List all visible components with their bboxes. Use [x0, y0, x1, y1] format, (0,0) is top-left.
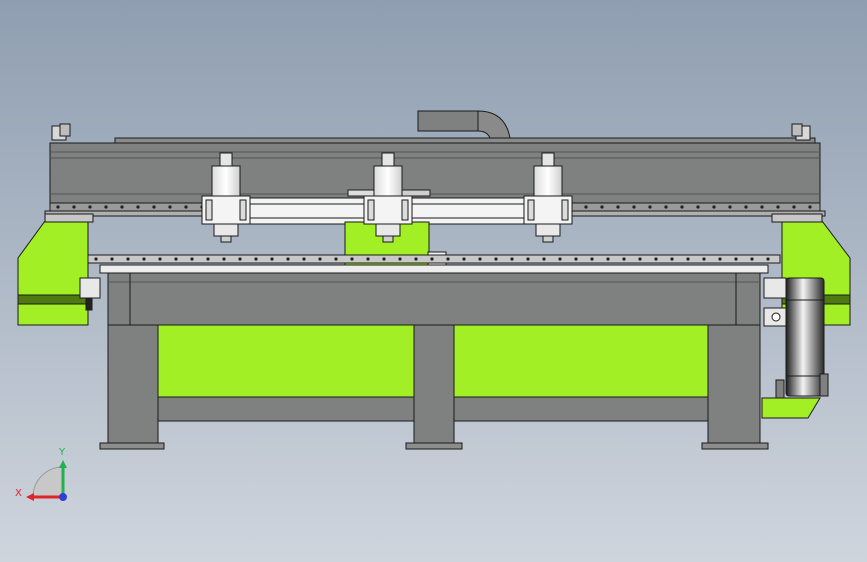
spindle-motor-3	[523, 152, 573, 243]
rail-bolt	[174, 257, 178, 261]
rail-bolt	[728, 205, 732, 209]
left-side-housing	[17, 213, 101, 326]
rail-bolt	[584, 205, 588, 209]
bed-infill-panels	[154, 324, 711, 398]
rail-bolt	[430, 257, 434, 261]
rail-bolt	[184, 205, 188, 209]
rail-bolt	[126, 257, 130, 261]
rail-bolt	[680, 205, 684, 209]
rail-bolt	[542, 257, 546, 261]
table-rail-bolts	[94, 257, 770, 261]
rail-bolt	[718, 257, 722, 261]
rail-bolt	[398, 257, 402, 261]
rail-bolt	[600, 205, 604, 209]
rail-bolt	[558, 257, 562, 261]
rail-bolt	[760, 205, 764, 209]
rail-bolt	[574, 257, 578, 261]
x-axis-arrowhead	[26, 493, 34, 501]
rail-bolt	[712, 205, 716, 209]
rail-bolt	[254, 257, 258, 261]
rail-bolt	[632, 205, 636, 209]
rail-bolt	[766, 257, 770, 261]
rail-bolt	[318, 257, 322, 261]
rail-bolt	[222, 257, 226, 261]
rail-bolt	[462, 257, 466, 261]
dust-duct	[417, 110, 511, 139]
rail-bolt	[88, 205, 92, 209]
y-axis-arrowhead	[59, 460, 67, 468]
rail-bolt	[670, 257, 674, 261]
rail-bolt	[664, 205, 668, 209]
rail-bolt	[382, 257, 386, 261]
rail-bolt	[366, 257, 370, 261]
rail-bolt	[494, 257, 498, 261]
rail-bolt	[136, 205, 140, 209]
rail-bolt	[446, 257, 450, 261]
rail-bolt	[808, 205, 812, 209]
rail-bolt	[350, 257, 354, 261]
rail-bolt	[776, 205, 780, 209]
rail-bolt	[152, 205, 156, 209]
rail-bolt	[478, 257, 482, 261]
rail-bolt	[104, 205, 108, 209]
rail-bolt	[238, 257, 242, 261]
rail-bolt	[750, 257, 754, 261]
spindle-motor-2	[363, 152, 413, 243]
z-axis-dot	[59, 493, 67, 501]
rail-bolt	[526, 257, 530, 261]
rail-bolt	[686, 257, 690, 261]
rail-bolt	[110, 257, 114, 261]
rail-bolt	[734, 257, 738, 261]
rail-bolt	[696, 205, 700, 209]
rail-bolt	[792, 205, 796, 209]
rail-bolt	[270, 257, 274, 261]
rail-bolt	[286, 257, 290, 261]
rail-bolt	[120, 205, 124, 209]
rail-bolt	[654, 257, 658, 261]
rail-bolt	[206, 257, 210, 261]
rail-bolt	[56, 205, 60, 209]
rail-bolt	[190, 257, 194, 261]
rail-bolt	[158, 257, 162, 261]
rail-bolt	[590, 257, 594, 261]
spindle-motor-1	[201, 152, 251, 243]
rail-bolt	[334, 257, 338, 261]
y-axis-label: Y	[58, 447, 66, 458]
rail-bolt	[94, 257, 98, 261]
rail-bolt	[648, 205, 652, 209]
rail-bolt	[510, 257, 514, 261]
rail-bolt	[414, 257, 418, 261]
support-legs	[99, 324, 769, 450]
rail-bolt	[606, 257, 610, 261]
rail-bolt	[638, 257, 642, 261]
tool-drum	[761, 277, 829, 419]
rail-bolt	[702, 257, 706, 261]
rail-bolt	[744, 205, 748, 209]
machine-bed	[107, 272, 761, 326]
x-axis-label: X	[15, 488, 22, 499]
rail-bolt	[72, 205, 76, 209]
rail-bolt	[302, 257, 306, 261]
rail-bolt	[168, 205, 172, 209]
rail-bolt	[142, 257, 146, 261]
spindle-group	[201, 152, 573, 243]
axis-triad[interactable]: X Y	[15, 447, 67, 501]
rail-bolt	[622, 257, 626, 261]
rail-bolt	[616, 205, 620, 209]
